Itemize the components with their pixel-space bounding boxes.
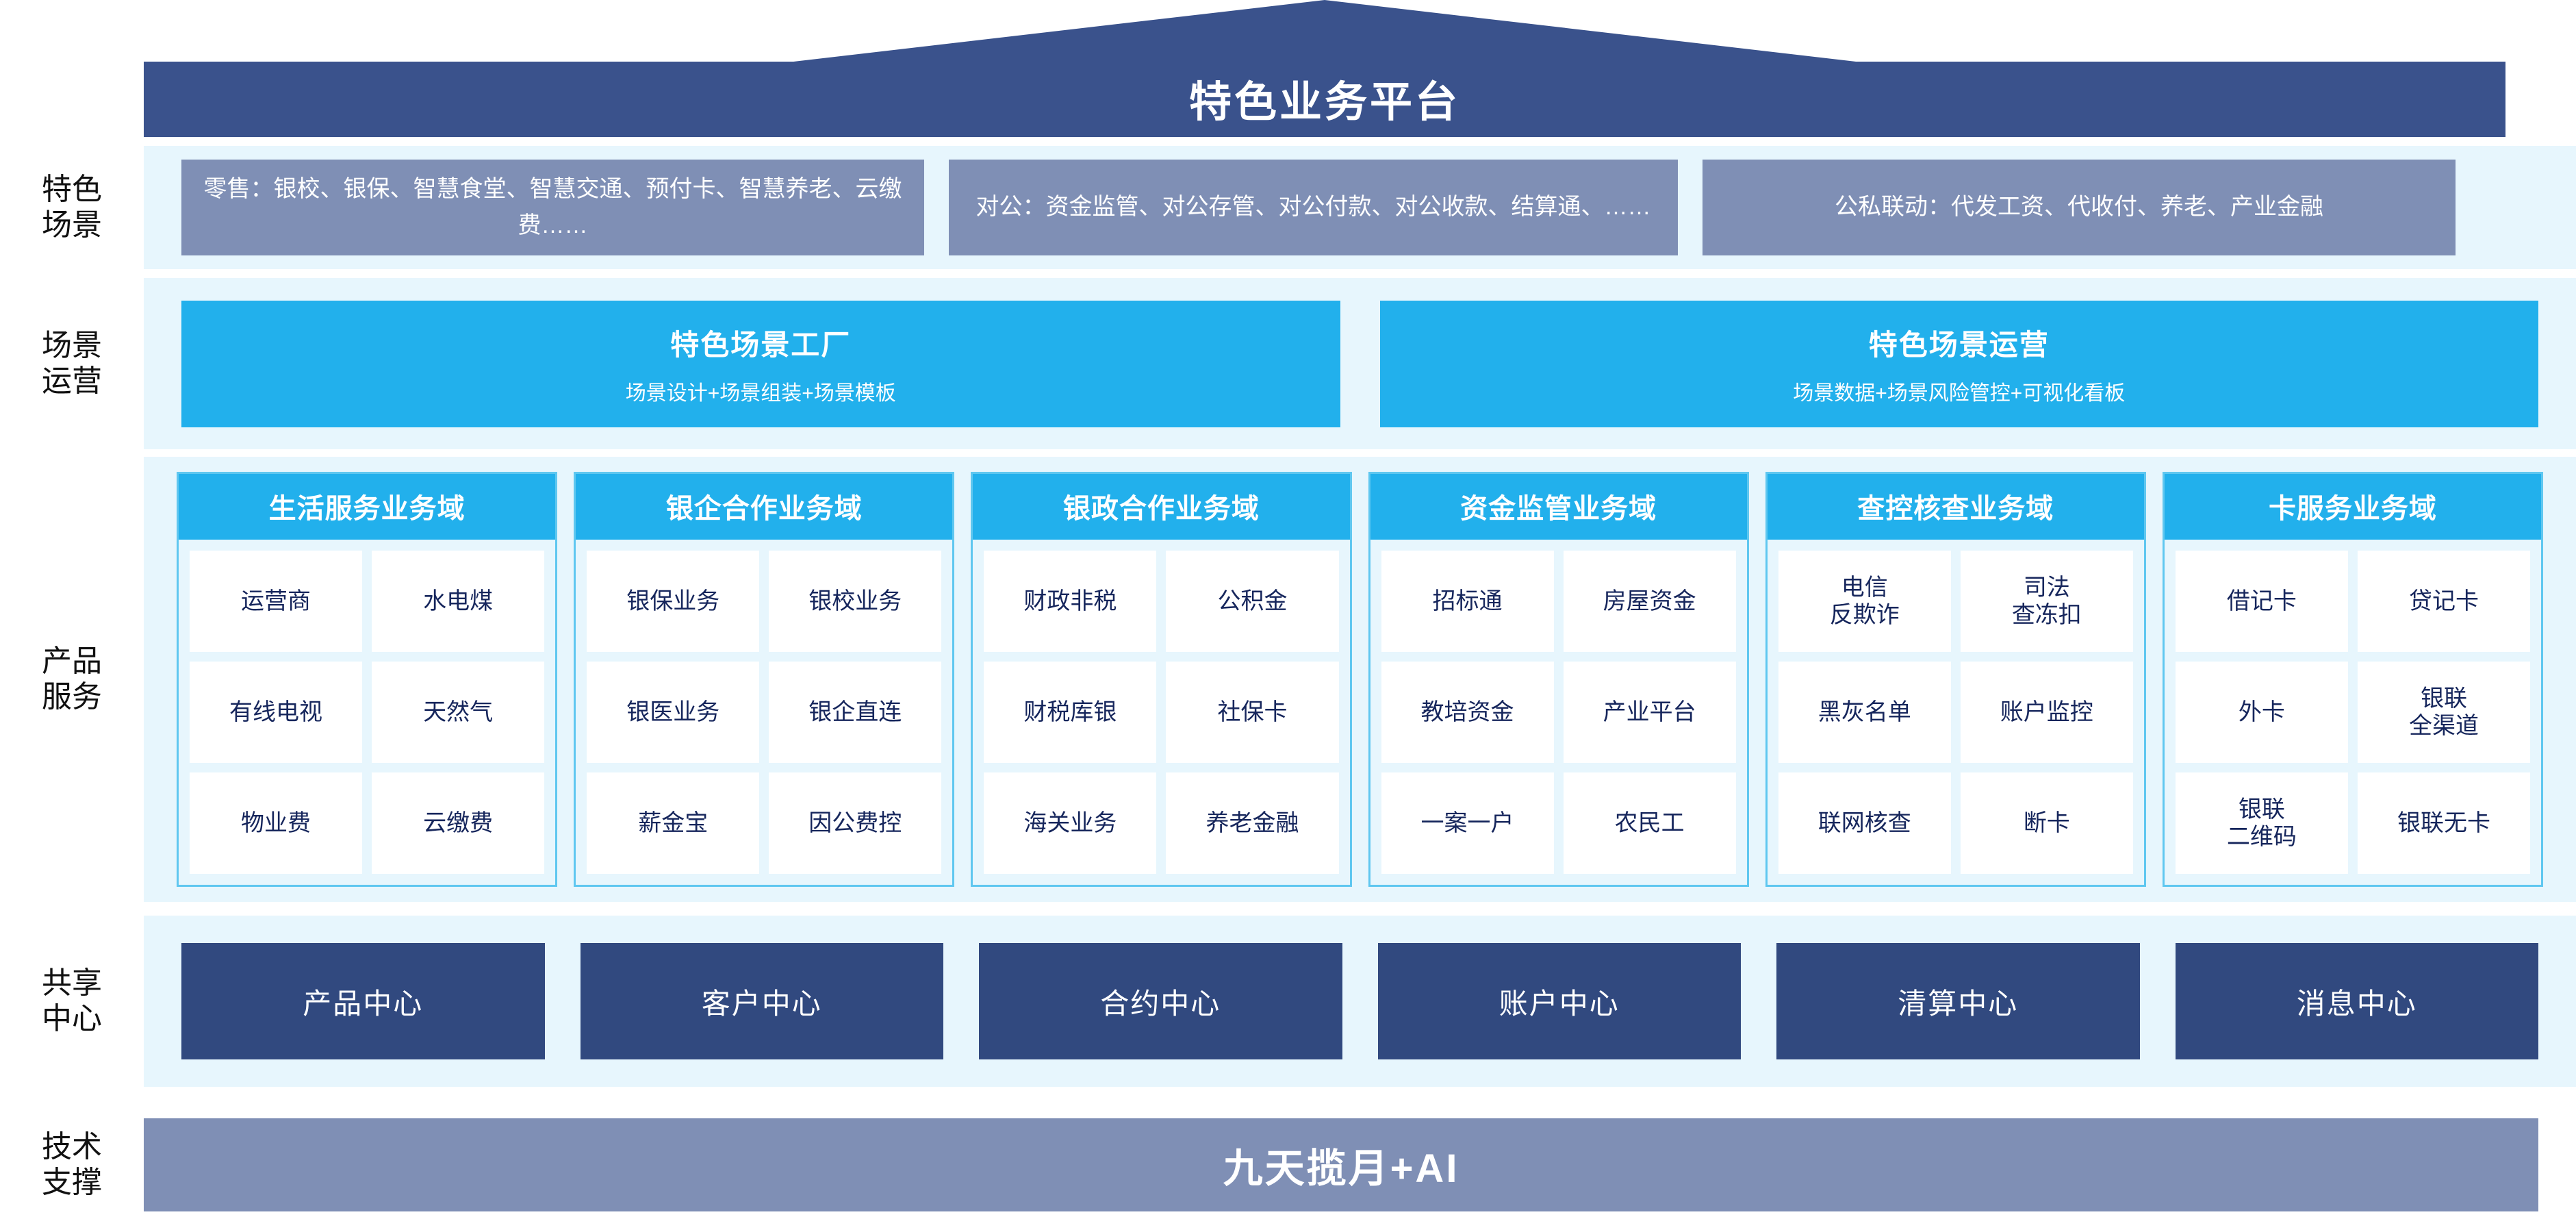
domain-item[interactable]: 教培资金 — [1381, 662, 1554, 763]
domain-item[interactable]: 联网核查 — [1778, 772, 1951, 874]
domain-item[interactable]: 养老金融 — [1166, 772, 1339, 874]
scenario-card-corporate[interactable]: 对公：资金监管、对公存管、对公付款、对公收款、结算通、…… — [949, 159, 1678, 255]
tech-label-line-1: 技术 — [42, 1129, 102, 1164]
roof-base-bar — [144, 62, 2505, 137]
domain-item[interactable]: 水电煤 — [372, 551, 545, 652]
domain-item[interactable]: 借记卡 — [2175, 551, 2348, 652]
tech-panel: 九天揽月+AI — [144, 1097, 2576, 1232]
operation-row-label: 场景 运营 — [0, 328, 144, 399]
shared-center-message[interactable]: 消息中心 — [2175, 943, 2538, 1059]
domain-column-bank-government: 银政合作业务域 财政非税 公积金 财税库银 社保卡 海关业务 养老金融 — [971, 472, 1352, 887]
domain-item[interactable]: 产业平台 — [1563, 662, 1736, 763]
domain-item[interactable]: 运营商 — [190, 551, 363, 652]
scenario-panel: 零售：银校、银保、智慧食堂、智慧交通、预付卡、智慧养老、云缴费…… 对公：资金监… — [144, 145, 2576, 269]
shared-center-contract[interactable]: 合约中心 — [979, 943, 1342, 1059]
shared-center-settlement[interactable]: 清算中心 — [1776, 943, 2140, 1059]
domain-item[interactable]: 银保业务 — [587, 551, 760, 652]
shared-label-line-1: 共享 — [42, 966, 102, 1001]
domain-title: 银政合作业务域 — [973, 474, 1350, 540]
domain-title: 生活服务业务域 — [179, 474, 556, 540]
domain-item-grid: 财政非税 公积金 财税库银 社保卡 海关业务 养老金融 — [973, 540, 1349, 885]
operation-card-scene-operation[interactable]: 特色场景运营 场景数据+场景风险管控+可视化看板 — [1379, 300, 2538, 427]
shared-panel: 产品中心 客户中心 合约中心 账户中心 清算中心 消息中心 — [144, 916, 2576, 1087]
product-label-line-2: 服务 — [42, 680, 102, 714]
domain-item[interactable]: 社保卡 — [1166, 662, 1339, 763]
domain-item[interactable]: 电信 反欺诈 — [1778, 551, 1951, 652]
domain-title: 资金监管业务域 — [1370, 474, 1747, 540]
operation-row: 场景 运营 特色场景工厂 场景设计+场景组装+场景模板 特色场景运营 场景数据+… — [0, 274, 2576, 453]
tech-label-line-2: 支撑 — [42, 1165, 102, 1199]
operation-card-subtitle: 场景数据+场景风险管控+可视化看板 — [1793, 381, 2126, 405]
domain-item[interactable]: 外卡 — [2175, 662, 2348, 763]
domain-item[interactable]: 断卡 — [1960, 772, 2133, 874]
platform-title: 特色业务平台 — [1188, 79, 1460, 126]
domain-item[interactable]: 司法 查冻扣 — [1960, 551, 2133, 652]
domain-item[interactable]: 银企直连 — [769, 662, 942, 763]
domain-column-card-service: 卡服务业务域 借记卡 贷记卡 外卡 银联 全渠道 银联 二维码 银联无卡 — [2162, 472, 2544, 887]
product-row-label: 产品 服务 — [0, 644, 144, 715]
shared-center-row: 共享 中心 产品中心 客户中心 合约中心 账户中心 清算中心 消息中心 — [0, 905, 2576, 1097]
scenario-row-label: 特色 场景 — [0, 172, 144, 243]
domain-item[interactable]: 农民工 — [1563, 772, 1736, 874]
operation-label-line-2: 运营 — [42, 364, 102, 398]
operation-card-scene-factory[interactable]: 特色场景工厂 场景设计+场景组装+场景模板 — [181, 300, 1340, 427]
domain-column-fund-supervision: 资金监管业务域 招标通 房屋资金 教培资金 产业平台 一案一户 农民工 — [1368, 472, 1749, 887]
platform-roof-banner: 特色业务平台 — [0, 0, 2576, 140]
domain-item[interactable]: 云缴费 — [372, 772, 545, 874]
domain-title: 银企合作业务域 — [576, 474, 953, 540]
domain-item[interactable]: 银联无卡 — [2357, 772, 2531, 874]
domain-item-grid: 运营商 水电煤 有线电视 天然气 物业费 云缴费 — [179, 540, 555, 885]
tech-support-bar[interactable]: 九天揽月+AI — [144, 1118, 2538, 1211]
operation-card-title: 特色场景工厂 — [670, 328, 852, 361]
shared-center-customer[interactable]: 客户中心 — [580, 943, 943, 1059]
domain-item[interactable]: 银联 全渠道 — [2357, 662, 2531, 763]
domain-item[interactable]: 财税库银 — [984, 662, 1157, 763]
domain-item[interactable]: 海关业务 — [984, 772, 1157, 874]
shared-center-product[interactable]: 产品中心 — [181, 943, 545, 1059]
operation-card-title: 特色场景运营 — [1868, 328, 2050, 361]
domain-item[interactable]: 有线电视 — [190, 662, 363, 763]
domain-item[interactable]: 银校业务 — [769, 551, 942, 652]
domain-title: 卡服务业务域 — [2164, 474, 2542, 540]
tech-row-label: 技术 支撑 — [0, 1129, 144, 1200]
scenario-card-public-private[interactable]: 公私联动：代发工资、代收付、养老、产业金融 — [1703, 159, 2456, 255]
domain-item-grid: 银保业务 银校业务 银医业务 银企直连 薪金宝 因公费控 — [576, 540, 952, 885]
domain-item[interactable]: 公积金 — [1166, 551, 1339, 652]
domain-item-grid: 电信 反欺诈 司法 查冻扣 黑灰名单 账户监控 联网核查 断卡 — [1768, 540, 2144, 885]
product-service-row: 产品 服务 生活服务业务域 运营商 水电煤 有线电视 天然气 物业费 云缴费 银… — [0, 453, 2576, 905]
domain-item[interactable]: 天然气 — [372, 662, 545, 763]
domain-title: 查控核查业务域 — [1767, 474, 2144, 540]
domain-item[interactable]: 贷记卡 — [2357, 551, 2531, 652]
domain-item[interactable]: 招标通 — [1381, 551, 1554, 652]
domain-item-grid: 招标通 房屋资金 教培资金 产业平台 一案一户 农民工 — [1370, 540, 1747, 885]
domain-item[interactable]: 财政非税 — [984, 551, 1157, 652]
domain-column-life-service: 生活服务业务域 运营商 水电煤 有线电视 天然气 物业费 云缴费 — [177, 472, 558, 887]
scenario-row: 特色 场景 零售：银校、银保、智慧食堂、智慧交通、预付卡、智慧养老、云缴费…… … — [0, 140, 2576, 274]
scenario-label-line-2: 场景 — [42, 208, 102, 242]
scenario-label-line-1: 特色 — [42, 172, 102, 206]
domain-item[interactable]: 一案一户 — [1381, 772, 1554, 874]
domain-item[interactable]: 因公费控 — [769, 772, 942, 874]
shared-row-label: 共享 中心 — [0, 966, 144, 1037]
scenario-card-retail[interactable]: 零售：银校、银保、智慧食堂、智慧交通、预付卡、智慧养老、云缴费…… — [181, 159, 924, 255]
product-panel: 生活服务业务域 运营商 水电煤 有线电视 天然气 物业费 云缴费 银企合作业务域… — [144, 457, 2576, 902]
domain-item[interactable]: 薪金宝 — [587, 772, 760, 874]
domain-item[interactable]: 房屋资金 — [1563, 551, 1736, 652]
shared-label-line-2: 中心 — [42, 1002, 102, 1035]
tech-support-row: 技术 支撑 九天揽月+AI — [0, 1097, 2576, 1232]
domain-item[interactable]: 银医业务 — [587, 662, 760, 763]
domain-column-investigation-control: 查控核查业务域 电信 反欺诈 司法 查冻扣 黑灰名单 账户监控 联网核查 断卡 — [1765, 472, 2146, 887]
domain-item[interactable]: 黑灰名单 — [1778, 662, 1951, 763]
domain-item[interactable]: 银联 二维码 — [2175, 772, 2348, 874]
domain-item-grid: 借记卡 贷记卡 外卡 银联 全渠道 银联 二维码 银联无卡 — [2165, 540, 2541, 885]
product-label-line-1: 产品 — [42, 644, 102, 679]
shared-center-account[interactable]: 账户中心 — [1377, 943, 1741, 1059]
operation-card-subtitle: 场景设计+场景组装+场景模板 — [625, 381, 896, 405]
domain-item[interactable]: 账户监控 — [1960, 662, 2133, 763]
operation-panel: 特色场景工厂 场景设计+场景组装+场景模板 特色场景运营 场景数据+场景风险管控… — [144, 278, 2576, 449]
domain-item[interactable]: 物业费 — [190, 772, 363, 874]
operation-label-line-1: 场景 — [42, 329, 102, 363]
domain-column-bank-enterprise: 银企合作业务域 银保业务 银校业务 银医业务 银企直连 薪金宝 因公费控 — [574, 472, 955, 887]
